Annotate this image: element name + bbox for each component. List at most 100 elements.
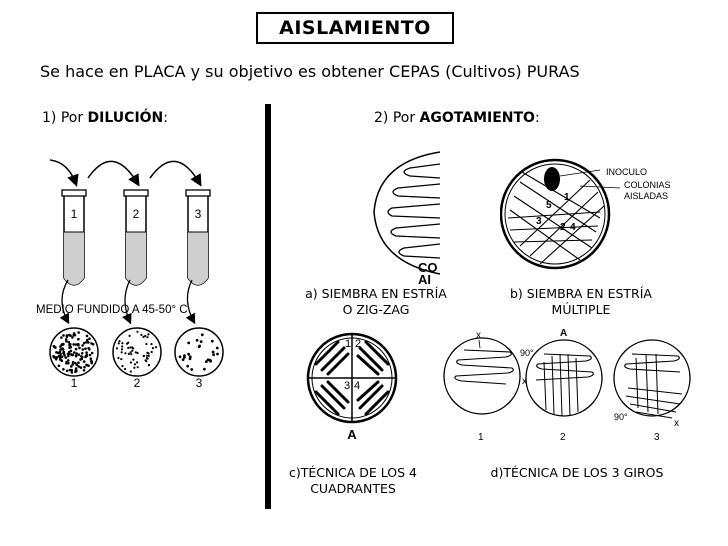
streak-num-2: 2 (560, 222, 566, 233)
colony-dot (121, 342, 124, 345)
section-dilution-heading: 1) Por DILUCIÓN: (42, 110, 168, 126)
colony-dot (211, 350, 215, 354)
pour-arrow-1 (59, 279, 70, 325)
giro-plate-3 (613, 339, 691, 417)
colony-dot (82, 341, 86, 345)
colony-dot (203, 367, 206, 371)
tube-3-label: 3 (195, 207, 202, 221)
colony-dot (55, 351, 58, 354)
plate-2-label: 2 (134, 376, 141, 390)
dilution-diagram: 1 2 3 MEDIO FUNDIDO A 45-50° C 1 2 3 (36, 159, 224, 390)
colony-dot (65, 334, 69, 337)
colony-dot (62, 368, 65, 371)
streak-num-4: 4 (570, 222, 576, 233)
vertical-divider (265, 104, 271, 509)
quadrant-label-2: 2 (355, 338, 361, 350)
colony-dot (136, 330, 139, 333)
arrow-tube2-to-tube3 (149, 160, 202, 187)
colony-dot (67, 359, 70, 362)
colony-dot (87, 364, 90, 367)
colony-dot (74, 354, 78, 357)
colony-dot (88, 353, 92, 357)
colony-dot (187, 352, 191, 356)
colony-dot (85, 351, 88, 354)
plate-2-colonies (115, 330, 158, 373)
colony-dot (89, 357, 93, 360)
colony-dot (142, 335, 145, 338)
colony-dot (64, 356, 68, 359)
colony-dot (133, 366, 136, 369)
colony-dot (188, 357, 192, 361)
colony-dot (58, 350, 62, 354)
caption-three-turns: d)TÉCNICA DE LOS 3 GIROS (470, 465, 684, 481)
caption-zigzag-line2: O ZIG-ZAG (342, 302, 410, 317)
colony-dot (136, 361, 139, 364)
zigzag-fragment-text-2: AI (418, 272, 431, 284)
colony-dot (127, 346, 130, 349)
section-agotamiento-suffix: : (534, 110, 540, 126)
caption-zigzag: a) SIEMBRA EN ESTRÍA O ZIG-ZAG (285, 286, 467, 318)
colony-dot (59, 352, 62, 356)
colony-dot (129, 370, 132, 373)
caption-multiple: b) SIEMBRA EN ESTRÍA MÚLTIPLE (490, 286, 672, 318)
colony-dot (79, 358, 82, 361)
colony-dot (78, 346, 81, 350)
colony-dot (81, 355, 84, 359)
section-agotamiento-prefix: 2) Por (374, 110, 420, 126)
colony-dot (117, 356, 120, 360)
caption-quadrants: c)TÉCNICA DE LOS 4 CUADRANTES (268, 465, 438, 497)
giro-plate-label-3: 3 (654, 432, 660, 443)
colony-dot (136, 351, 139, 355)
colony-dot (210, 339, 214, 343)
section-dilution-prefix: 1) Por (42, 110, 88, 126)
colony-dot (64, 338, 68, 341)
streak-num-5: 5 (546, 200, 552, 211)
colony-dot (72, 343, 75, 346)
plate-3 (174, 327, 224, 377)
colony-dot (142, 354, 145, 357)
caption-multiple-line2: MÚLTIPLE (551, 302, 611, 317)
colony-dot (85, 340, 88, 344)
colony-dot (146, 357, 149, 360)
colony-dot (212, 353, 216, 357)
colony-dot (147, 333, 150, 336)
colony-dot (195, 338, 199, 342)
colony-dot (117, 342, 120, 345)
colony-dot (200, 333, 204, 337)
colony-dot (121, 345, 124, 348)
colony-dot (87, 346, 90, 350)
plate-1-label: 1 (71, 376, 78, 390)
colony-dot (215, 346, 219, 350)
colony-dot (120, 348, 124, 351)
colony-dot (129, 361, 132, 364)
colony-dot (150, 350, 153, 354)
colony-dot (134, 351, 137, 354)
quadrant-letter: A (347, 427, 357, 442)
colony-dot (60, 359, 64, 362)
colony-dot (128, 334, 131, 337)
colony-dot (71, 360, 75, 364)
plate-3-label: 3 (196, 376, 203, 390)
colony-dot (129, 351, 132, 354)
arrow-into-tube-1 (49, 159, 79, 187)
colony-dot (74, 367, 78, 370)
quadrant-technique-diagram: 1 2 3 4 A (306, 332, 398, 442)
colony-dot (79, 366, 83, 369)
giro-deg-2: 90° (614, 412, 628, 422)
colony-dot (61, 348, 65, 351)
colony-dot (118, 340, 121, 343)
colony-dot (87, 341, 90, 344)
colony-dot (127, 341, 130, 344)
colony-dot (115, 347, 118, 350)
caption-quadrants-line2: CUADRANTES (310, 481, 396, 496)
colony-dot (74, 347, 78, 351)
colony-dot (127, 352, 130, 355)
giro-x-1: x (476, 330, 481, 341)
section-agotamiento-heading: 2) Por AGOTAMIENTO: (374, 110, 540, 126)
pour-arrow-2 (122, 279, 132, 325)
colony-dot (82, 369, 86, 372)
colony-dot (62, 334, 65, 337)
colony-dot (68, 346, 71, 349)
colony-dot (68, 343, 72, 346)
caption-zigzag-line1: a) SIEMBRA EN ESTRÍA (305, 286, 447, 301)
